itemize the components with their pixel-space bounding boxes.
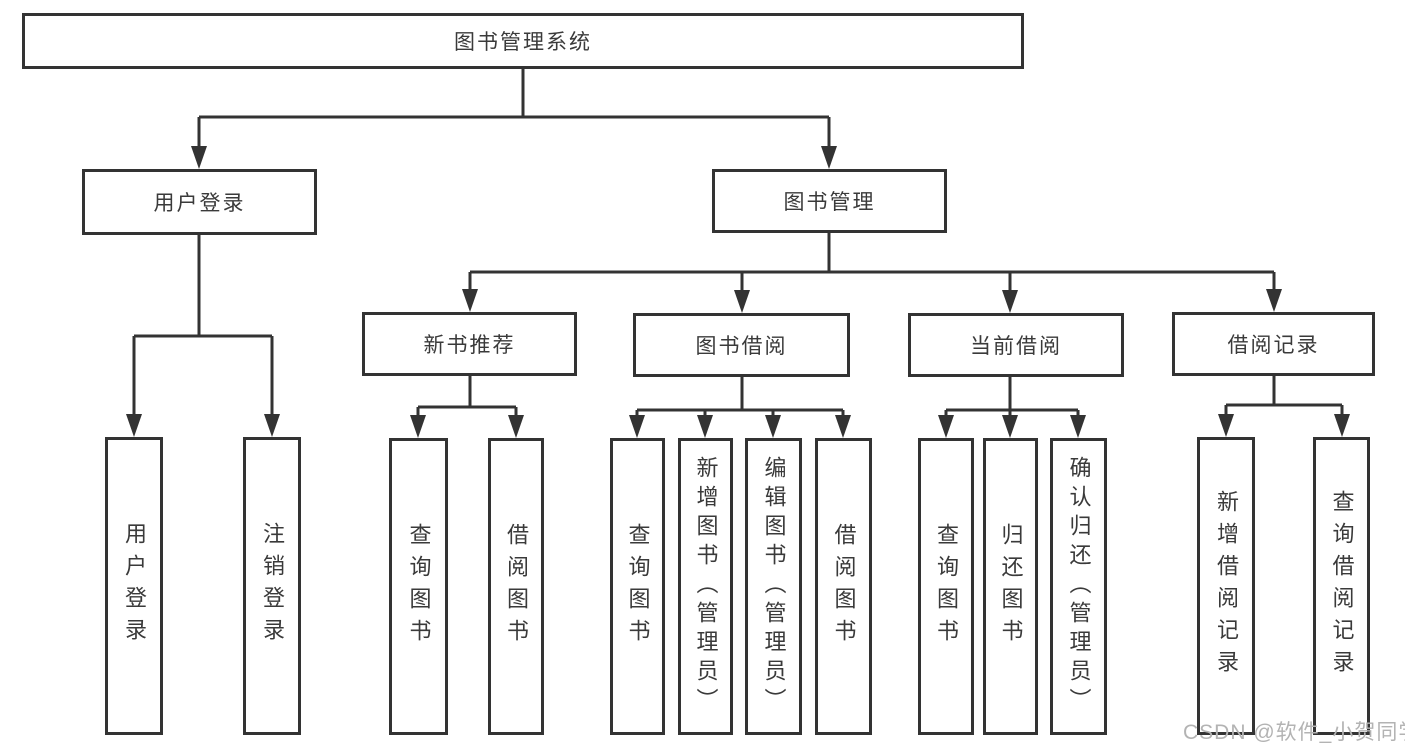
node-book-mgmt-label: 图书管理 bbox=[783, 191, 876, 214]
arrowhead bbox=[697, 415, 713, 438]
leaf-borrow-add: 新增图书（管理员） bbox=[678, 438, 733, 735]
leaf-newbook-query-label: 查询图书 bbox=[406, 522, 432, 651]
leaf-current-return-label: 归还图书 bbox=[998, 522, 1024, 651]
leaf-user-login: 用户登录 bbox=[105, 437, 163, 735]
connector-line bbox=[199, 69, 829, 119]
leaf-logout-label: 注销登录 bbox=[260, 522, 285, 650]
arrowhead bbox=[410, 415, 426, 438]
connector-line bbox=[946, 377, 1078, 412]
node-user-login: 用户登录 bbox=[82, 169, 317, 235]
connector-line bbox=[1226, 376, 1342, 407]
connector-root-split bbox=[191, 69, 837, 169]
arrowhead bbox=[126, 414, 142, 437]
leaf-borrow-edit: 编辑图书（管理员） bbox=[745, 438, 802, 735]
leaf-borrow-query-label: 查询图书 bbox=[625, 522, 651, 651]
leaf-borrow-query: 查询图书 bbox=[610, 438, 665, 735]
leaf-user-login-label: 用户登录 bbox=[122, 522, 147, 650]
arrowhead bbox=[629, 415, 645, 438]
arrowhead bbox=[821, 146, 837, 169]
connector-line bbox=[637, 377, 843, 412]
leaf-borrow-borrow-label: 借阅图书 bbox=[831, 522, 857, 651]
leaf-current-confirm-label: 确认归还（管理员） bbox=[1066, 456, 1092, 717]
connector-new-book-split bbox=[410, 376, 524, 438]
arrowhead bbox=[1334, 414, 1350, 437]
leaf-borrow-add-label: 新增图书（管理员） bbox=[693, 456, 719, 717]
node-user-login-label: 用户登录 bbox=[153, 192, 246, 215]
leaf-newbook-query: 查询图书 bbox=[389, 438, 448, 735]
node-book-mgmt: 图书管理 bbox=[712, 169, 947, 233]
arrowhead bbox=[1002, 290, 1018, 313]
leaf-record-add: 新增借阅记录 bbox=[1197, 437, 1255, 735]
leaf-newbook-borrow: 借阅图书 bbox=[488, 438, 544, 735]
csdn-watermark: CSDN @软件_小贺同学 bbox=[1183, 721, 1405, 744]
connector-borrow-record-split bbox=[1218, 376, 1350, 437]
node-current-borrow: 当前借阅 bbox=[908, 313, 1124, 377]
arrowhead bbox=[508, 415, 524, 438]
node-current-borrow-label: 当前借阅 bbox=[970, 335, 1062, 358]
connector-user-login-split bbox=[126, 235, 280, 437]
arrowhead bbox=[1002, 415, 1018, 438]
arrowhead bbox=[1218, 414, 1234, 437]
leaf-record-query: 查询借阅记录 bbox=[1313, 437, 1370, 735]
connector-book-borrow-split bbox=[629, 377, 851, 438]
arrowhead bbox=[835, 415, 851, 438]
leaf-current-return: 归还图书 bbox=[983, 438, 1038, 735]
connector-book-mgmt-split bbox=[462, 233, 1282, 313]
connector-line bbox=[418, 376, 516, 409]
arrowhead bbox=[1266, 289, 1282, 312]
arrowhead bbox=[938, 415, 954, 438]
arrowhead bbox=[191, 146, 207, 169]
leaf-current-confirm: 确认归还（管理员） bbox=[1050, 438, 1107, 735]
leaf-borrow-borrow: 借阅图书 bbox=[815, 438, 872, 735]
node-root: 图书管理系统 bbox=[22, 13, 1024, 69]
arrowhead bbox=[1070, 415, 1086, 438]
leaf-newbook-borrow-label: 借阅图书 bbox=[504, 522, 529, 651]
node-book-borrow-label: 图书借阅 bbox=[695, 335, 788, 358]
node-borrow-record: 借阅记录 bbox=[1172, 312, 1375, 376]
arrowhead bbox=[462, 289, 478, 312]
leaf-logout: 注销登录 bbox=[243, 437, 301, 735]
leaf-current-query-label: 查询图书 bbox=[934, 522, 959, 651]
connector-line bbox=[470, 233, 1274, 274]
node-borrow-record-label: 借阅记录 bbox=[1227, 334, 1320, 357]
arrowhead bbox=[765, 415, 781, 438]
connector-line bbox=[134, 235, 272, 338]
node-new-book: 新书推荐 bbox=[362, 312, 577, 376]
node-root-label: 图书管理系统 bbox=[454, 31, 592, 54]
arrowhead bbox=[734, 290, 750, 313]
leaf-borrow-edit-label: 编辑图书（管理员） bbox=[761, 456, 787, 717]
leaf-record-add-label: 新增借阅记录 bbox=[1214, 490, 1239, 682]
connector-current-borrow-split bbox=[938, 377, 1086, 438]
leaf-current-query: 查询图书 bbox=[918, 438, 974, 735]
node-new-book-label: 新书推荐 bbox=[423, 334, 516, 357]
arrowhead bbox=[264, 414, 280, 437]
leaf-record-query-label: 查询借阅记录 bbox=[1329, 490, 1355, 682]
node-book-borrow: 图书借阅 bbox=[633, 313, 850, 377]
